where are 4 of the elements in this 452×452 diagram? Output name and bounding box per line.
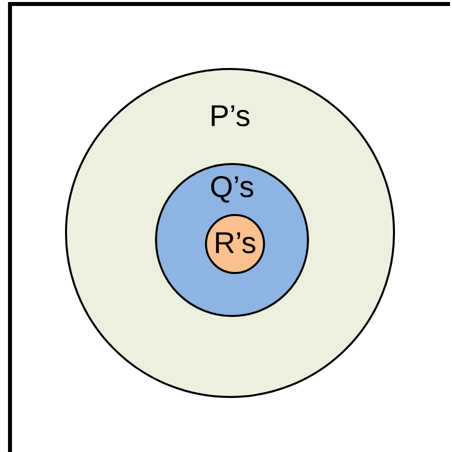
set-label: Q’s [210,171,254,205]
frame-box [8,2,450,452]
set-label: P’s [209,100,251,134]
set-label: R’s [214,227,256,261]
